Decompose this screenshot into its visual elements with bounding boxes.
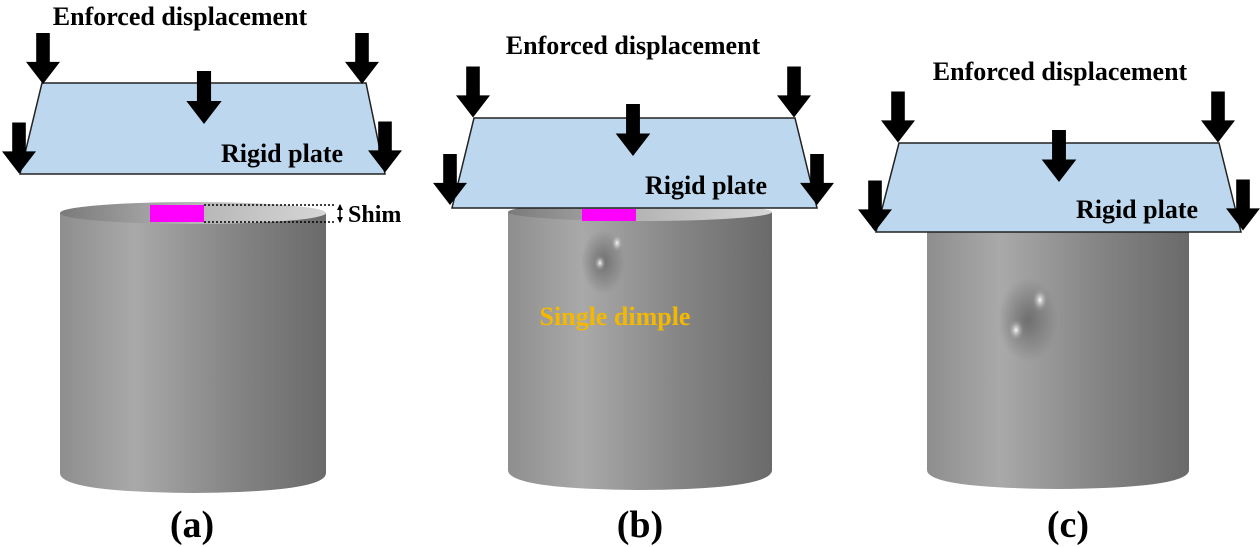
rigid-plate	[19, 82, 386, 175]
load-label: Enforced displacement	[933, 57, 1188, 86]
dimple-annotation: Single dimple	[540, 302, 691, 331]
shim	[150, 205, 204, 222]
plate-label: Rigid plate	[1076, 195, 1198, 224]
shim-label: Shim	[348, 202, 401, 228]
shim	[582, 209, 636, 221]
arrow-icon	[881, 91, 915, 143]
cylinder	[508, 203, 772, 490]
panel-b: Enforced displacement Rigid plate Single…	[433, 31, 834, 546]
panel-caption: (a)	[170, 504, 214, 546]
load-label: Enforced displacement	[53, 2, 308, 31]
arrow-icon	[26, 33, 60, 84]
plate-label: Rigid plate	[645, 171, 767, 200]
arrow-icon	[777, 66, 811, 118]
dimple	[998, 278, 1058, 362]
panel-a: Enforced displacement Shim Rigid plate (…	[2, 2, 402, 546]
cylinder	[60, 202, 343, 493]
rigid-plate	[451, 117, 818, 209]
panel-c: Enforced displacement Rigid plate (c)	[858, 57, 1260, 546]
panel-caption: (c)	[1047, 504, 1089, 546]
plate-label: Rigid plate	[221, 139, 343, 168]
arrow-icon	[456, 66, 490, 118]
load-label: Enforced displacement	[506, 31, 761, 60]
arrow-icon	[1201, 91, 1235, 143]
arrow-icon	[345, 33, 379, 84]
rigid-plate	[875, 142, 1242, 233]
cylinder	[927, 230, 1189, 489]
panel-caption: (b)	[617, 504, 663, 546]
